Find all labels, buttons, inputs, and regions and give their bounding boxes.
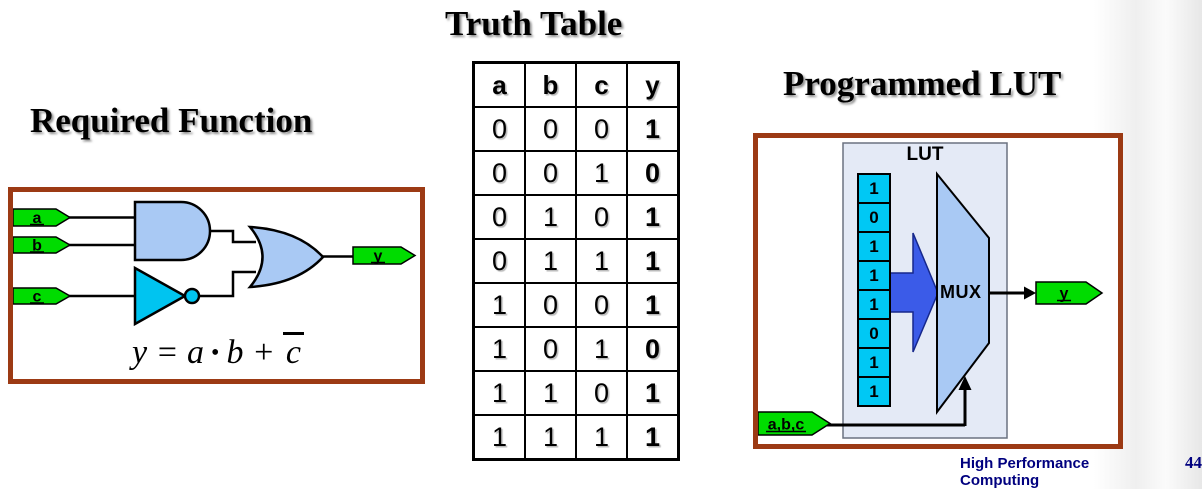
truth-table-cell: 0 [472, 194, 526, 240]
truth-table-cell: 1 [626, 414, 680, 461]
truth-table-cell: 1 [575, 326, 628, 372]
truth-table-title: Truth Table [445, 4, 623, 43]
lut-block-label: LUT [906, 144, 944, 165]
output-arrow-y: y [352, 246, 417, 265]
truth-table-cell: 0 [524, 282, 577, 328]
lut-output-arrow-y: y [1035, 281, 1104, 305]
not-gate-bubble [183, 287, 201, 305]
truth-table-cell: 1 [472, 370, 526, 416]
truth-table-header-y: y [626, 61, 680, 108]
footer-page-number: 44 [1185, 453, 1202, 472]
truth-table-header-row: a b c y [472, 61, 680, 108]
truth-table-cell: 0 [524, 150, 577, 196]
lut-diagram: a,b,c y [758, 142, 1104, 439]
truth-table-cell: 0 [472, 106, 526, 152]
logic-circuit-diagram: a b c y [12, 200, 417, 327]
truth-table-cell: 1 [626, 194, 680, 240]
truth-table-cell: 0 [626, 150, 680, 196]
output-label-y: y [374, 248, 383, 265]
truth-table-cell: 1 [524, 194, 577, 240]
select-wire [826, 376, 972, 427]
truth-table-cell: 0 [575, 194, 628, 240]
truth-table-cell: 1 [626, 106, 680, 152]
required-function-box: a b c y y = a•b +c [8, 187, 425, 384]
truth-table-cell: 1 [524, 370, 577, 416]
boolean-formula: y = a•b +c [73, 332, 363, 372]
lut-cell: 0 [857, 318, 891, 349]
and-gate [133, 200, 212, 262]
lut-cell: 1 [857, 376, 891, 407]
required-function-title: Required Function [30, 101, 313, 140]
lut-output-label-y: y [1060, 286, 1069, 303]
mux-label: MUX [940, 282, 982, 302]
truth-table-cell: 1 [575, 150, 628, 196]
truth-table-cell: 1 [626, 238, 680, 284]
truth-table-cell: 0 [524, 326, 577, 372]
truth-table-cell: 1 [626, 370, 680, 416]
truth-table-cell: 1 [472, 282, 526, 328]
truth-table-cell: 0 [575, 370, 628, 416]
input-label-c: c [33, 289, 42, 306]
mux-shape [936, 171, 990, 415]
input-arrow-b: b [12, 236, 72, 255]
circuit-wires [68, 216, 355, 298]
formula-and-operator: • [211, 340, 220, 366]
mux-output-wire [989, 286, 1036, 300]
truth-table-cell: 0 [472, 150, 526, 196]
input-arrow-a: a [12, 208, 72, 227]
formula-prefix: y = a [132, 334, 205, 371]
programmed-lut-title: Programmed LUT [783, 64, 1062, 103]
lut-to-mux-arrow [887, 232, 939, 353]
truth-table-cell: 1 [472, 414, 526, 461]
truth-table-header-b: b [524, 61, 577, 108]
truth-table-cell: 0 [626, 326, 680, 372]
truth-table-cell: 1 [575, 414, 628, 461]
truth-table-cell: 1 [626, 282, 680, 328]
lut-cell: 0 [857, 202, 891, 233]
lut-input-arrow-abc: a,b,c [758, 411, 832, 436]
lut-cell: 1 [857, 173, 891, 204]
lut-input-label-abc: a,b,c [768, 417, 805, 434]
lut-cell: 1 [857, 347, 891, 378]
truth-table-cell: 1 [472, 326, 526, 372]
truth-table-cell: 1 [575, 238, 628, 284]
truth-table-cell: 0 [575, 282, 628, 328]
truth-table-cell: 0 [472, 238, 526, 284]
truth-table-header-a: a [472, 61, 526, 108]
truth-table-cell: 1 [524, 414, 577, 461]
truth-table-header-c: c [575, 61, 628, 108]
or-gate [247, 225, 325, 289]
lut-cell: 1 [857, 260, 891, 291]
formula-mid: b + [226, 334, 275, 371]
truth-table-cell: 0 [524, 106, 577, 152]
lut-cell: 1 [857, 231, 891, 262]
truth-table-cell: 1 [524, 238, 577, 284]
input-arrow-c: c [12, 287, 72, 306]
lut-cell: 1 [857, 289, 891, 320]
truth-table-cell: 0 [575, 106, 628, 152]
input-label-b: b [32, 238, 42, 255]
not-gate [133, 265, 188, 327]
formula-negated-c: c [282, 332, 304, 371]
input-label-a: a [33, 210, 42, 227]
